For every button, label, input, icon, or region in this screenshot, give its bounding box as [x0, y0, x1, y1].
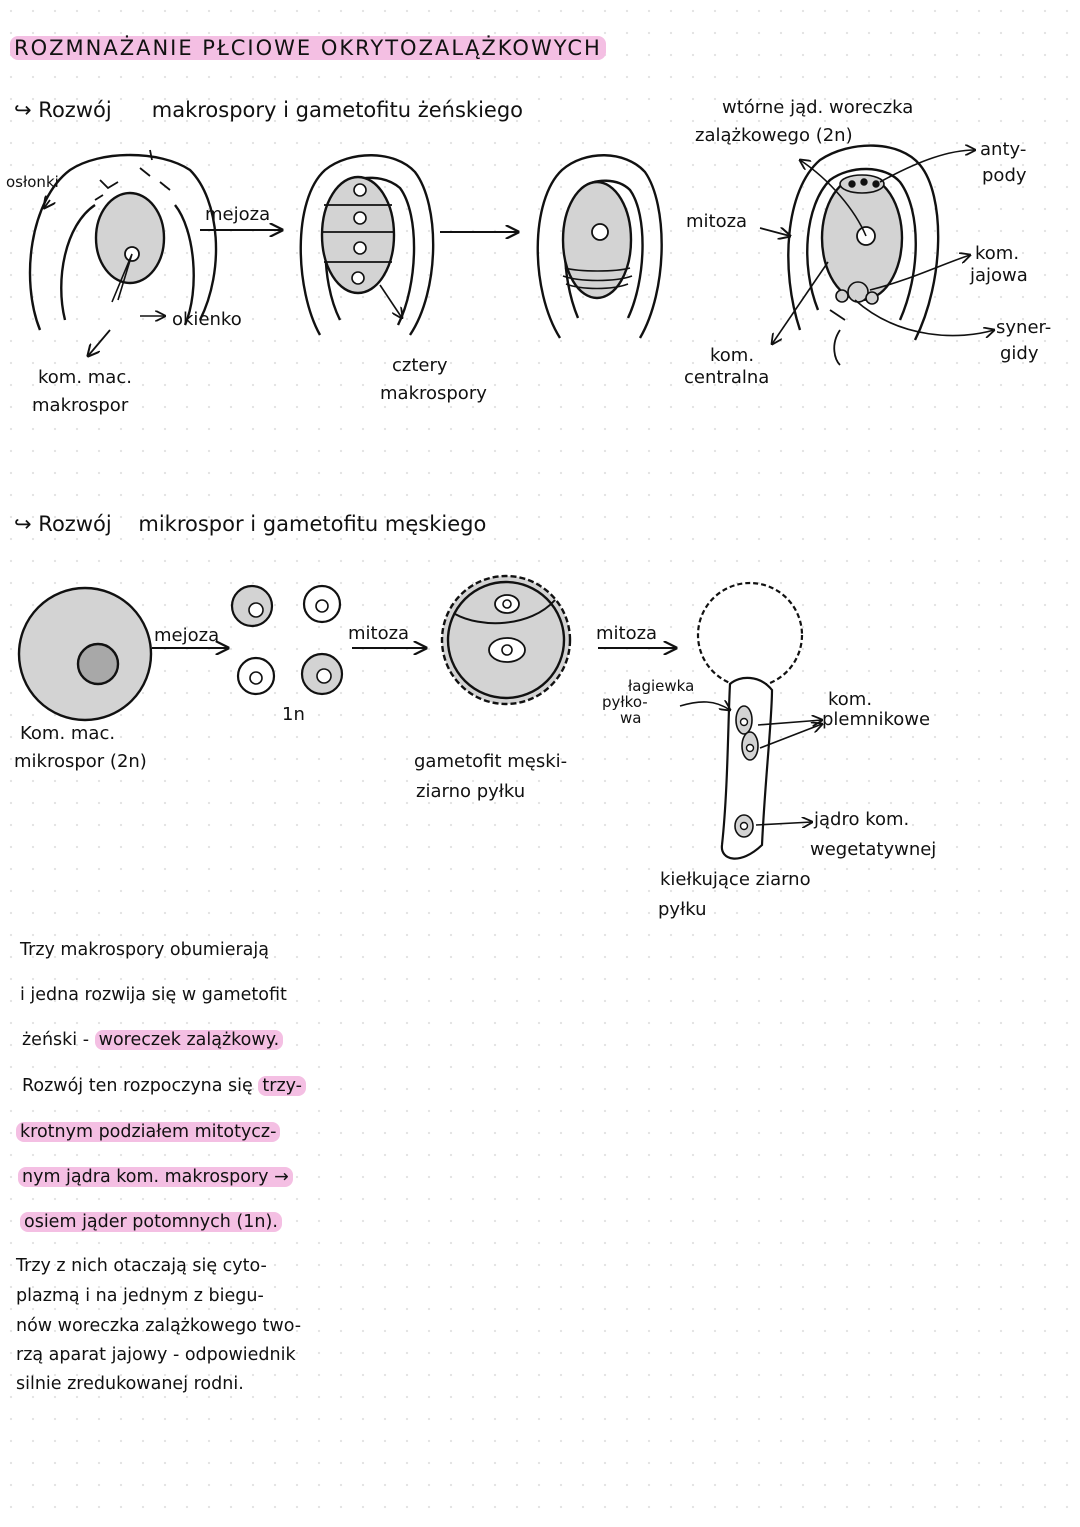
ovule-four-megaspores: [299, 154, 435, 336]
arrow-icon: ↪: [14, 98, 32, 122]
label-kom-mac-mikrospor-1: Kom. mac.: [20, 723, 116, 744]
note-line-11: rzą aparat jajowy - odpowiednik: [16, 1345, 296, 1365]
label-kierkujace-1: kiełkujące ziarno: [660, 869, 811, 890]
female-heading: ↪ Rozwój makrospory i gametofitu żeńskie…: [14, 98, 524, 122]
note-line-9: plazmą i na jednym z biegu-: [16, 1286, 264, 1306]
note-line-7: osiem jąder potomnych (1n).: [20, 1212, 282, 1232]
note-line-10: nów woreczka zalążkowego two-: [16, 1316, 302, 1336]
label-lagiewka-2: pyłko-: [602, 693, 648, 711]
synergid-1: [835, 289, 849, 303]
label-synergidy-2: gidy: [1000, 343, 1039, 364]
microspore-tetrad: [230, 584, 344, 696]
ovule-1-outer-integument: [28, 153, 218, 331]
germinating-pollen-grain: [696, 581, 804, 860]
label-kom-plemnikowe-2: plemnikowe: [822, 709, 931, 730]
male-heading: ↪ Rozwój mikrospor i gametofitu męskiego: [14, 512, 487, 536]
label-gametofit-1: gametofit męski-: [414, 751, 568, 772]
label-kierkujace-2: pyłku: [658, 899, 707, 920]
pollen-grain: [440, 574, 572, 706]
label-antypody-1: anty-: [980, 139, 1027, 160]
label-mitoza-female: mitoza: [686, 211, 748, 232]
label-mitoza-male-2: mitoza: [596, 623, 658, 644]
note-line-2: i jedna rozwija się w gametofit: [20, 985, 287, 1005]
egg-cell: [847, 281, 869, 303]
label-jadro-1: jądro kom.: [814, 809, 910, 830]
label-kom-centralna-2: centralna: [684, 367, 770, 388]
label-kom-centralna-1: kom.: [710, 345, 755, 366]
label-gametofit-2: ziarno pyłku: [416, 781, 526, 802]
note-line-3: żeński - woreczek zalążkowy.: [22, 1030, 284, 1050]
ovule-embryo-sac: [787, 144, 940, 366]
label-oslonki: osłonki: [6, 173, 59, 191]
label-kom-mac-makrospor-1: kom. mac.: [38, 367, 132, 388]
note-line-5: krotnym podziałem mitotycz-: [16, 1122, 281, 1142]
label-kom-mac-makrospor-2: makrospor: [32, 395, 129, 416]
label-cztery-2: makrospory: [380, 383, 487, 404]
megaspores-group: [320, 175, 396, 295]
synergid-2: [865, 291, 879, 305]
label-wtorne-1: wtórne jąd. woreczka: [722, 97, 914, 118]
note-line-12: silnie zredukowanej rodni.: [16, 1374, 244, 1394]
note-line-4: Rozwój ten rozpoczyna się trzy-: [22, 1076, 306, 1096]
label-antypody-2: pody: [982, 165, 1027, 186]
ovule-functional-megaspore: [536, 154, 663, 339]
label-kom-jajowa-2: jajowa: [970, 265, 1028, 286]
label-kom-plemnikowe-1: kom.: [828, 689, 873, 710]
note-line-1: Trzy makrospory obumierają: [20, 940, 269, 960]
pollen-tube: [720, 676, 774, 860]
label-mejoza-female: mejoza: [205, 204, 271, 225]
label-jadro-2: wegetatywnej: [810, 839, 937, 860]
label-synergidy-1: syner-: [996, 317, 1052, 338]
label-lagiewka-3: wa: [620, 709, 642, 727]
ovule-megaspore-mother-cell: [28, 149, 218, 331]
note-line-8: Trzy z nich otaczają się cyto-: [16, 1256, 267, 1276]
label-kom-jajowa-1: kom.: [975, 243, 1020, 264]
microspore-mother-cell: [17, 586, 153, 722]
label-mejoza-male: mejoza: [154, 625, 220, 646]
label-cztery-1: cztery: [392, 355, 448, 376]
label-lagiewka-1: łagiewka: [628, 677, 695, 695]
arrow-icon: ↪: [14, 512, 32, 536]
ovule-1-inner-integument: [60, 204, 195, 326]
label-mitoza-male-1: mitoza: [348, 623, 410, 644]
label-1n: 1n: [282, 704, 305, 725]
label-wtorne-2: zalążkowego (2n): [695, 125, 853, 146]
megaspore-mother-cell: [94, 191, 166, 285]
note-line-6: nym jądra kom. makrospory →: [18, 1167, 293, 1187]
label-kom-mac-mikrospor-2: mikrospor (2n): [14, 751, 147, 772]
page-title: ROZMNAŻANIE PŁCIOWE OKRYTOZALĄŻKOWYCH: [10, 36, 606, 60]
